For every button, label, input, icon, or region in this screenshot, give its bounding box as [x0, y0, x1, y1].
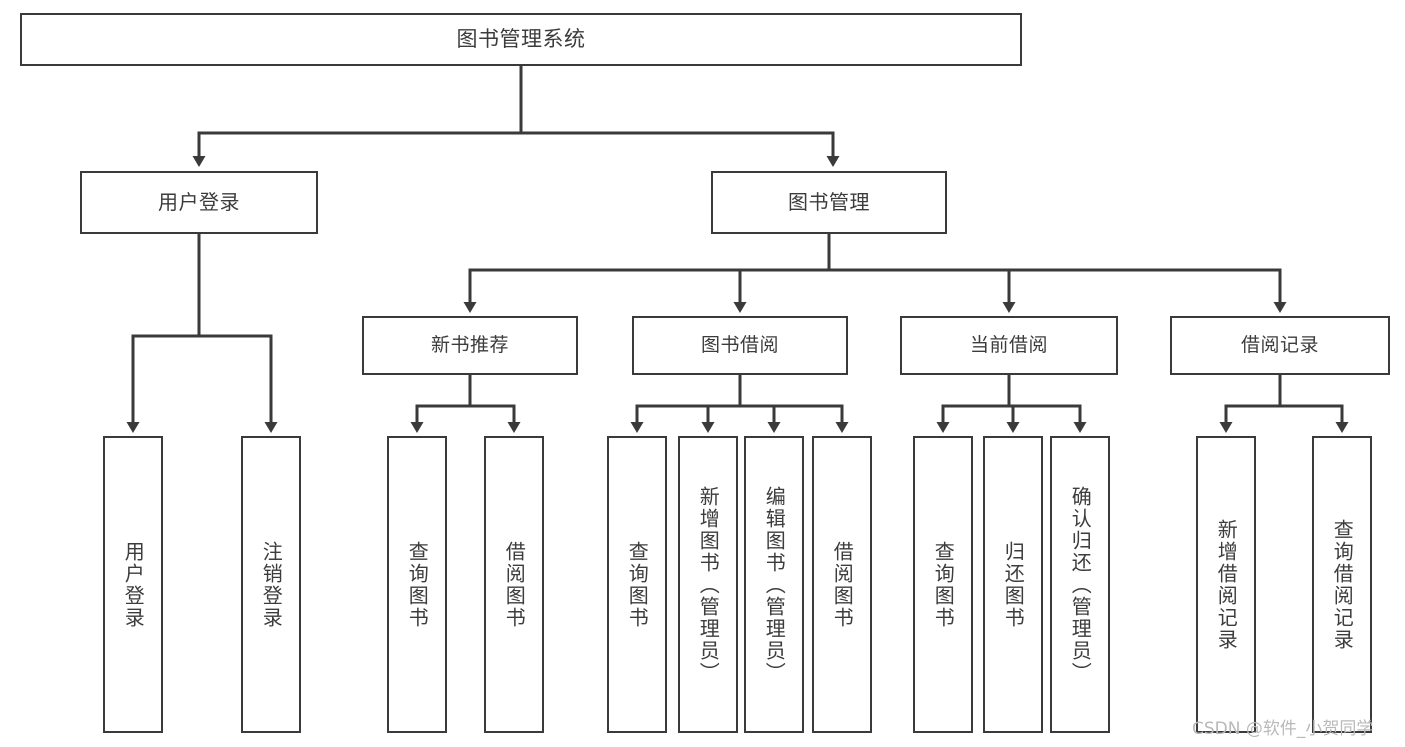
- node-leaf-add-book-admin[interactable]: 新增图书（管理员）: [678, 436, 738, 733]
- node-leaf-query-borrow-record-label: 查询借阅记录: [1330, 518, 1355, 651]
- node-leaf-user-login[interactable]: 用户登录: [103, 436, 163, 733]
- node-new-book-recommend[interactable]: 新书推荐: [362, 316, 578, 375]
- node-leaf-confirm-return-admin-label: 确认归还（管理员）: [1068, 485, 1093, 684]
- node-leaf-query-book-recommend-label: 查询图书: [405, 540, 430, 629]
- node-leaf-add-borrow-record[interactable]: 新增借阅记录: [1196, 436, 1256, 733]
- node-leaf-add-borrow-record-label: 新增借阅记录: [1214, 518, 1239, 651]
- node-leaf-return-book[interactable]: 归还图书: [983, 436, 1043, 733]
- node-leaf-edit-book-admin-label: 编辑图书（管理员）: [762, 485, 787, 684]
- node-book-management-label: 图书管理: [788, 190, 870, 215]
- node-leaf-query-book-recommend[interactable]: 查询图书: [387, 436, 447, 733]
- node-leaf-borrow-book-borrow[interactable]: 借阅图书: [812, 436, 872, 733]
- node-current-borrow-label: 当前借阅: [969, 333, 1048, 356]
- node-leaf-user-login-label: 用户登录: [121, 540, 146, 629]
- node-book-borrow[interactable]: 图书借阅: [632, 316, 848, 375]
- node-book-borrow-label: 图书借阅: [700, 333, 779, 356]
- node-new-book-recommend-label: 新书推荐: [430, 333, 509, 356]
- node-leaf-confirm-return-admin[interactable]: 确认归还（管理员）: [1050, 436, 1110, 733]
- node-leaf-query-borrow-record[interactable]: 查询借阅记录: [1312, 436, 1372, 733]
- node-leaf-return-book-label: 归还图书: [1001, 540, 1026, 629]
- node-leaf-query-book-current[interactable]: 查询图书: [913, 436, 973, 733]
- node-leaf-borrow-book-borrow-label: 借阅图书: [830, 540, 855, 629]
- node-leaf-borrow-book-recommend[interactable]: 借阅图书: [484, 436, 544, 733]
- node-root-book-management-system[interactable]: 图书管理系统: [20, 13, 1022, 66]
- node-leaf-query-book-current-label: 查询图书: [931, 540, 956, 629]
- node-leaf-add-book-admin-label: 新增图书（管理员）: [696, 485, 721, 684]
- node-leaf-borrow-book-recommend-label: 借阅图书: [502, 540, 527, 629]
- node-user-login-label: 用户登录: [158, 190, 240, 215]
- node-root-label: 图书管理系统: [456, 26, 586, 51]
- node-leaf-logout-login[interactable]: 注销登录: [241, 436, 301, 733]
- node-current-borrow[interactable]: 当前借阅: [900, 316, 1118, 375]
- node-borrow-record[interactable]: 借阅记录: [1170, 316, 1390, 375]
- node-user-login[interactable]: 用户登录: [80, 171, 318, 234]
- node-leaf-query-book-borrow[interactable]: 查询图书: [607, 436, 667, 733]
- node-leaf-query-book-borrow-label: 查询图书: [625, 540, 650, 629]
- node-book-management[interactable]: 图书管理: [711, 171, 947, 234]
- node-leaf-logout-login-label: 注销登录: [259, 540, 284, 629]
- node-leaf-edit-book-admin[interactable]: 编辑图书（管理员）: [744, 436, 804, 733]
- node-borrow-record-label: 借阅记录: [1240, 333, 1319, 356]
